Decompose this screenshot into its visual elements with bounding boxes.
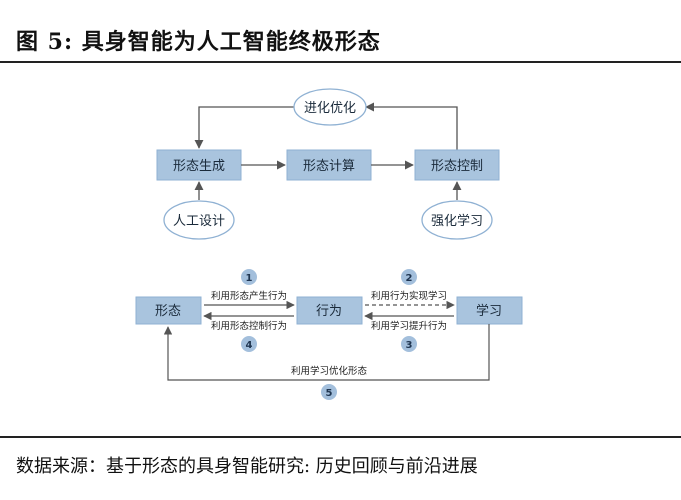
form-box — [135, 296, 202, 325]
step2-label: 利用行为实现学习 — [371, 290, 447, 302]
behavior-box — [296, 296, 363, 325]
step4-badge — [241, 336, 257, 352]
reinforce-label: 强化学习 — [431, 213, 483, 229]
human-design-node — [163, 200, 235, 240]
step3-badge — [401, 336, 417, 352]
step1-badge — [241, 269, 257, 285]
behavior-label: 行为 — [316, 304, 342, 319]
form-calc-label: 形态计算 — [303, 159, 355, 174]
step4-label: 利用形态控制行为 — [211, 320, 287, 332]
human-design-label: 人工设计 — [173, 214, 225, 229]
reinforce-node — [421, 200, 493, 240]
source-note: 数据来源：基于形态的具身智能研究: 历史回顾与前沿进展 — [16, 456, 478, 477]
step4-number: 4 — [246, 340, 253, 351]
step5-badge — [321, 384, 337, 400]
form-gen-box — [156, 149, 242, 181]
step2-number: 2 — [406, 273, 413, 284]
step5-label: 利用学习优化形态 — [291, 365, 368, 377]
step2-badge — [401, 269, 417, 285]
title-rule — [0, 61, 681, 63]
evolve-label: 进化优化 — [304, 101, 356, 116]
evolve-loop-left — [194, 106, 294, 149]
step1-number: 1 — [246, 273, 253, 284]
source-rule — [0, 436, 681, 438]
evolve-loop-right — [365, 102, 458, 151]
evolve-node — [293, 88, 367, 126]
form-gen-label: 形态生成 — [173, 159, 225, 174]
form-ctrl-box — [414, 149, 500, 181]
form-ctrl-label: 形态控制 — [431, 159, 483, 174]
learning-label: 学习 — [476, 303, 502, 319]
step5-number: 5 — [326, 388, 333, 399]
step3-label: 利用学习提升行为 — [371, 320, 447, 332]
learning-box — [456, 296, 523, 325]
step3-number: 3 — [406, 340, 413, 351]
step1-label: 利用形态产生行为 — [211, 290, 287, 302]
figure-title: 图 5: 具身智能为人工智能终极形态 — [16, 29, 381, 55]
learning-to-form-loop — [163, 324, 490, 381]
form-calc-box — [286, 149, 372, 181]
form-label: 形态 — [155, 304, 181, 319]
